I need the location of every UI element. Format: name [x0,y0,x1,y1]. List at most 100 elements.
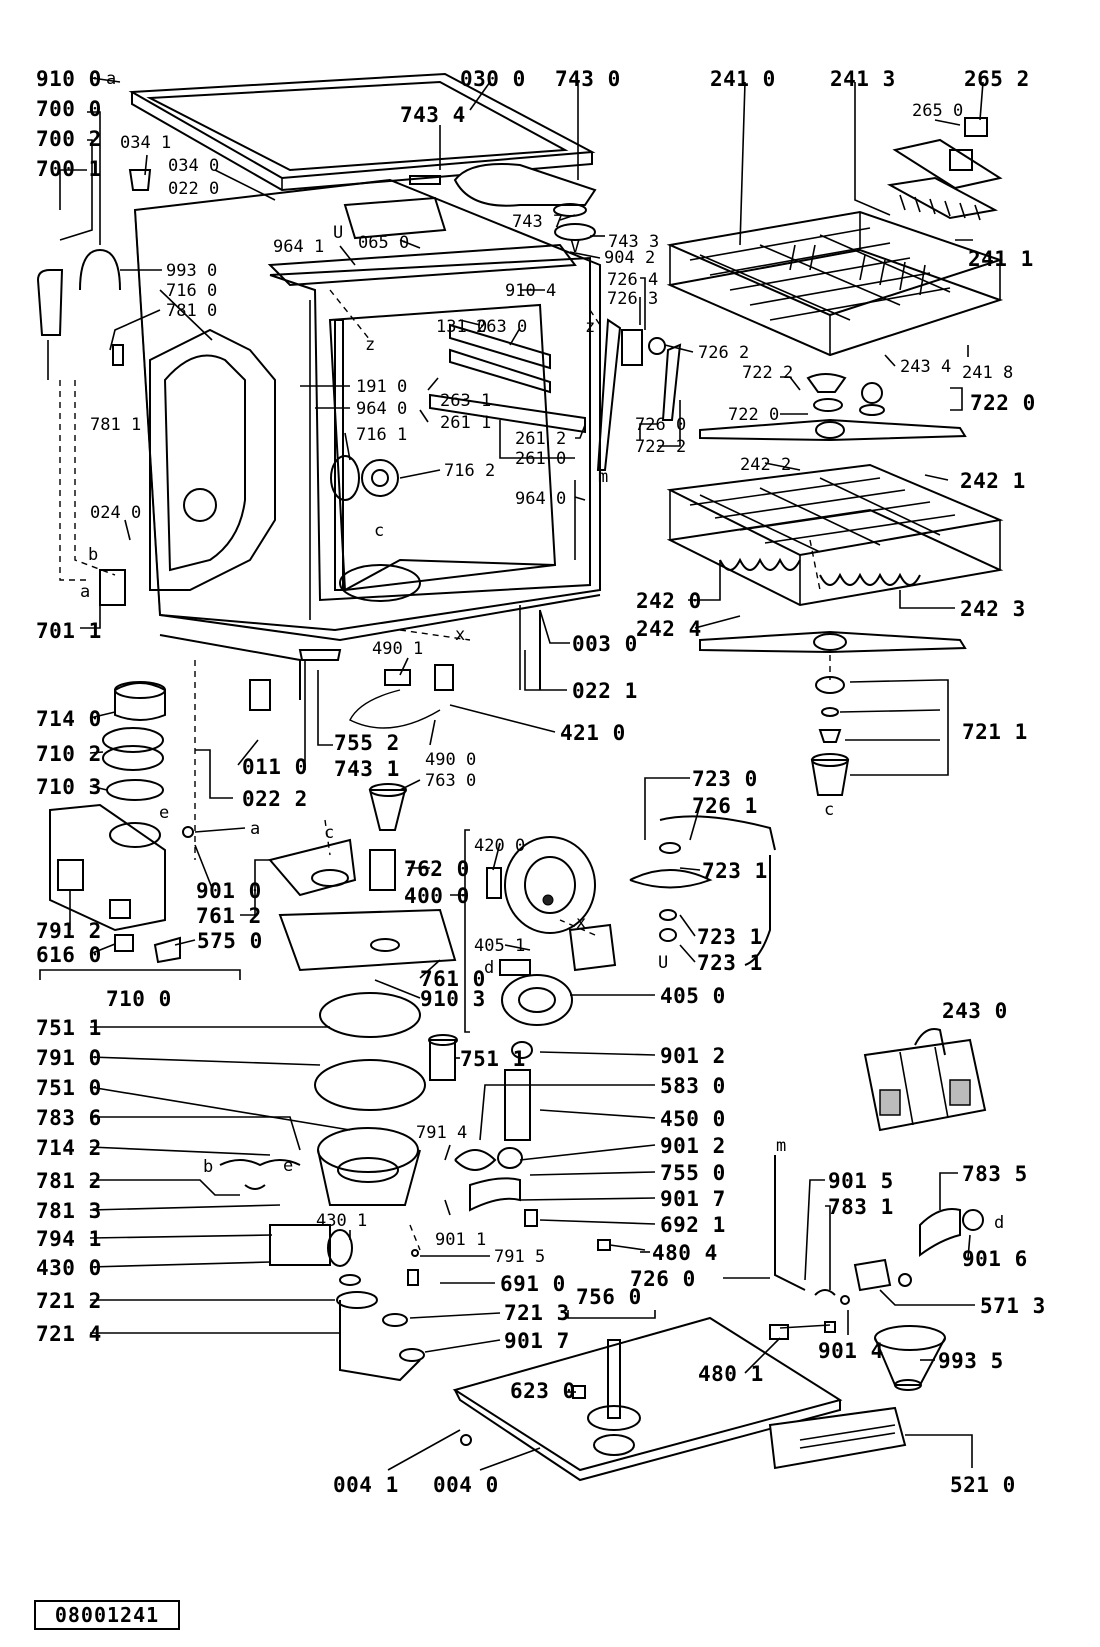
label-710-0: 710 0 [106,987,172,1011]
marker-b: b [203,1157,213,1177]
label-405-0: 405 0 [660,984,726,1008]
label-242-1: 242 1 [960,469,1026,493]
label-022-1: 022 1 [572,679,638,703]
label-450-0: 450 0 [660,1107,726,1131]
label-131-0: 131 0 [436,317,487,337]
label-791-4: 791 4 [416,1123,467,1143]
control-panel-drawing [768,1406,907,1470]
label-480-1: 480 1 [698,1362,764,1386]
label-755-2: 755 2 [334,731,400,755]
label-964-0-right: 964 0 [515,489,566,509]
label-716-2: 716 2 [444,461,495,481]
document-code: 08001241 [54,1603,160,1627]
label-751-1-right: 751 1 [460,1047,526,1071]
marker-m: m [598,467,608,487]
label-261-0: 261 0 [515,449,566,469]
upper-basket-drawing [666,210,1004,357]
lower-basket-drawing [666,463,1004,607]
label-743-0: 743 0 [555,67,621,91]
label-726-4: 726 4 [607,270,658,290]
label-242-2: 242 2 [740,455,791,475]
label-243-0: 243 0 [942,999,1008,1023]
label-261-1: 261 1 [440,413,491,433]
marker-m: m [776,1136,786,1156]
label-405-1: 405 1 [474,936,525,956]
label-265-2: 265 2 [964,67,1030,91]
leader-lines [39,77,984,1471]
label-261-2: 261 2 [515,429,566,449]
label-700-1: 700 1 [36,157,102,181]
label-901-2-bottom: 901 2 [660,1134,726,1158]
label-726-0-lower: 726 0 [630,1267,696,1291]
cup-shelf-drawing [886,117,1003,221]
label-726-0-upper: 726 0 [635,415,686,435]
label-901-1: 901 1 [435,1230,486,1250]
label-490-0: 490 0 [425,750,476,770]
label-722-0-left: 722 0 [728,405,779,425]
marker-u: U [658,953,668,973]
label-781-2: 781 2 [36,1169,102,1193]
label-265-0: 265 0 [912,101,963,121]
label-721-4: 721 4 [36,1322,102,1346]
label-783-5: 783 5 [962,1162,1028,1186]
assembly-guides [59,289,831,1251]
label-034-1: 034 1 [120,133,171,153]
label-243-4: 243 4 [900,357,951,377]
marker-z: z [585,317,595,337]
label-722-2-left: 722 2 [635,437,686,457]
label-263-1: 263 1 [440,391,491,411]
label-521-0: 521 0 [950,1473,1016,1497]
label-751-0: 751 0 [36,1076,102,1100]
label-723-1-mid: 723 1 [697,925,763,949]
label-743-3: 743 3 [608,232,659,252]
label-723-1-top: 723 1 [702,859,768,883]
label-616-0: 616 0 [36,943,102,967]
label-710-2: 710 2 [36,742,102,766]
label-430-1: 430 1 [316,1211,367,1231]
funnel-drawing [874,1325,946,1391]
marker-e: e [159,803,169,823]
label-241-3: 241 3 [830,67,896,91]
label-723-1-bottom: 723 1 [697,951,763,975]
hinge-drawing [36,169,682,729]
label-583-0: 583 0 [660,1074,726,1098]
label-791-5: 791 5 [494,1247,545,1267]
label-242-3: 242 3 [960,597,1026,621]
label-571-3: 571 3 [980,1294,1046,1318]
label-910-3: 910 3 [420,987,486,1011]
label-762-0: 762 0 [404,857,470,881]
label-716-0: 716 0 [166,281,217,301]
motor-drawing [454,836,617,1227]
label-761-2: 761 2 [196,904,262,928]
label-726-3: 726 3 [607,289,658,309]
label-721-1: 721 1 [962,720,1028,744]
label-430-0: 430 0 [36,1256,102,1280]
label-781-0: 781 0 [166,301,217,321]
cutlery-basket-drawing [863,1028,987,1132]
connection-markers: a a a b b c c c d d e e m m U U V x x z … [80,69,1004,1233]
marker-a: a [250,819,260,839]
label-242-4: 242 4 [636,617,702,641]
label-421-0: 421 0 [560,721,626,745]
label-490-1: 490 1 [372,639,423,659]
label-794-1: 794 1 [36,1227,102,1251]
marker-x: x [576,913,586,933]
label-901-5: 901 5 [828,1169,894,1193]
label-241-1: 241 1 [968,247,1034,271]
marker-z: z [365,335,375,355]
label-783-6: 783 6 [36,1106,102,1130]
label-241-0: 241 0 [710,67,776,91]
marker-v: V [570,237,580,257]
marker-c: c [324,823,334,843]
label-004-1: 004 1 [333,1473,399,1497]
label-761-0: 761 0 [420,967,486,991]
label-743-4: 743 4 [400,103,466,127]
label-623-0: 623 0 [510,1379,576,1403]
upper-spray-arm-drawing [699,373,967,442]
label-723-0: 723 0 [692,767,758,791]
label-901-6: 901 6 [962,1247,1028,1271]
label-743-1: 743 1 [334,757,400,781]
label-901-2-top: 901 2 [660,1044,726,1068]
label-011-0: 011 0 [242,755,308,779]
